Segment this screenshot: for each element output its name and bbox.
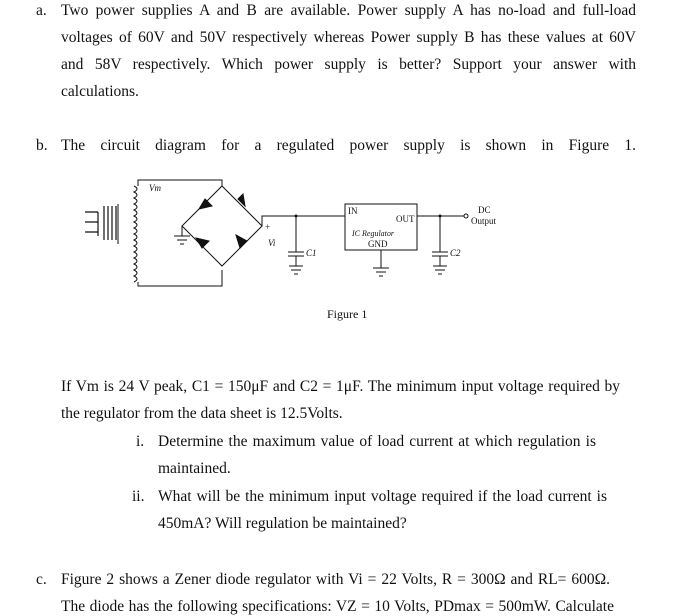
sub-ii-line-2: 450mA? Will regulation be maintained? <box>158 515 407 532</box>
capacitor-c2 <box>432 216 448 275</box>
diode-icon <box>197 198 213 210</box>
label-in: IN <box>348 206 358 216</box>
question-c-line-2: The diode has the following specificatio… <box>61 598 614 615</box>
label-c1: C1 <box>306 248 317 258</box>
question-a-marker: a. <box>36 2 47 19</box>
label-c2: C2 <box>450 248 461 258</box>
bridge-rectifier <box>181 185 263 267</box>
label-gnd: GND <box>368 239 388 249</box>
sub-ii-line-1: What will be the minimum input voltage r… <box>158 488 607 505</box>
sub-ii-marker: ii. <box>132 488 145 505</box>
capacitor-c1 <box>288 216 304 275</box>
diode-icon <box>235 233 248 249</box>
question-c-line-1: Figure 2 shows a Zener diode regulator w… <box>61 571 610 588</box>
question-a-line-2: voltages of 60V and 50V respectively whe… <box>61 29 636 46</box>
label-out: OUT <box>396 214 415 224</box>
label-ic-regulator: IC Regulator <box>351 229 395 238</box>
ground-symbol <box>174 226 190 245</box>
ground-symbol <box>373 250 389 277</box>
label-dc: DC <box>478 205 491 215</box>
sub-i-line-1: Determine the maximum value of load curr… <box>158 433 596 450</box>
question-c-marker: c. <box>36 571 47 588</box>
sub-i-marker: i. <box>136 433 145 450</box>
label-vm: Vm <box>149 183 161 193</box>
question-b-marker: b. <box>36 137 48 154</box>
question-a-line-3: and 58V respectively. Which power supply… <box>61 56 636 73</box>
transformer-coil <box>132 185 138 283</box>
ac-source-icon <box>85 206 117 240</box>
given-line-1: If Vm is 24 V peak, C1 = 150μF and C2 = … <box>61 378 620 395</box>
question-b-intro: The circuit diagram for a regulated powe… <box>61 137 636 154</box>
figure-caption: Figure 1 <box>327 307 367 321</box>
sub-i-line-2: maintained. <box>158 460 231 477</box>
label-plus: + <box>265 222 270 232</box>
label-vi: Vi <box>268 238 276 248</box>
question-a-line-4: calculations. <box>61 83 139 100</box>
given-line-2: the regulator from the data sheet is 12.… <box>61 405 343 422</box>
label-output: Output <box>471 216 497 226</box>
diode-icon <box>237 192 246 208</box>
question-a-line-1: Two power supplies A and B are available… <box>61 2 636 19</box>
diode-icon <box>194 237 210 249</box>
